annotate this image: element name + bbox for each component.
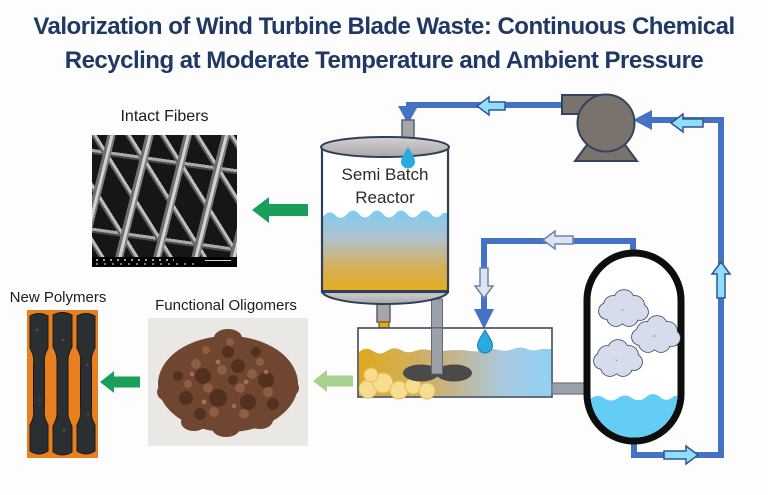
condenser-vessel (583, 249, 685, 445)
title-line-1: Valorization of Wind Turbine Blade Waste… (33, 13, 735, 40)
sem-fibers-image (92, 135, 237, 267)
vapor-arrow-left-icon (541, 229, 574, 251)
vapor-cloud-icon (598, 289, 649, 327)
water-drop-icon (401, 147, 415, 169)
pump-body (576, 93, 636, 153)
vapor-cloud-icon (631, 315, 681, 353)
intact-fibers-label: Intact Fibers (120, 108, 209, 125)
flow-arrow-left-icon (475, 95, 506, 117)
title-line-2: Recycling at Moderate Temperature and Am… (64, 47, 704, 74)
reactor-label: Semi Batch Reactor (322, 163, 448, 209)
oligomers-product-arrow-icon (313, 370, 353, 392)
sem-metadata-scale-bar (92, 257, 237, 267)
reactor-bottom-cap (320, 290, 450, 305)
oligomer-powder-image (148, 318, 308, 446)
stirrer-shaft-lower (431, 327, 443, 375)
specimen-highlights (35, 328, 90, 432)
reactor-top-cap (320, 136, 450, 158)
reactor-liquid (323, 210, 447, 291)
vapor-direction-arrows (473, 229, 574, 300)
vapor-cloud-icon (593, 339, 643, 377)
foam-bubbles (358, 367, 436, 400)
vapor-arrow-down-icon (473, 267, 495, 300)
reactor-label-line-1: Semi Batch (341, 165, 429, 184)
powder-light-texture (184, 338, 273, 419)
pipe-arrowheads (398, 106, 652, 329)
powder-pile (157, 329, 299, 437)
flow-arrow-left-icon (669, 112, 704, 134)
condensate-liquid (590, 394, 678, 438)
impeller (403, 364, 472, 382)
new-polymers-image (27, 310, 98, 458)
new-polymers-label: New Polymers (9, 289, 107, 306)
powder-highlights (189, 359, 269, 409)
powder-shadow-texture (173, 346, 279, 420)
semi-batch-reactor (320, 119, 450, 376)
flow-arrow-up-icon (710, 260, 732, 299)
arrowhead-into-tank-icon (474, 309, 494, 329)
mixing-tank (357, 327, 553, 400)
fibers-product-arrow-icon (252, 197, 308, 223)
functional-oligomers-label: Functional Oligomers (155, 297, 297, 314)
water-drop-icon (476, 328, 494, 354)
reactor-label-line-2: Reactor (355, 188, 415, 207)
polymers-product-arrow-icon (100, 371, 140, 393)
arrowhead-into-reactor-icon (398, 106, 418, 124)
dogbone-specimens (29, 312, 96, 456)
arrowhead-into-pump-icon (633, 110, 652, 130)
flow-arrow-right-icon (663, 444, 700, 466)
flow-direction-arrows (475, 95, 732, 466)
centrifugal-pump-icon (561, 93, 639, 162)
page-title: Valorization of Wind Turbine Blade Waste… (0, 10, 768, 78)
